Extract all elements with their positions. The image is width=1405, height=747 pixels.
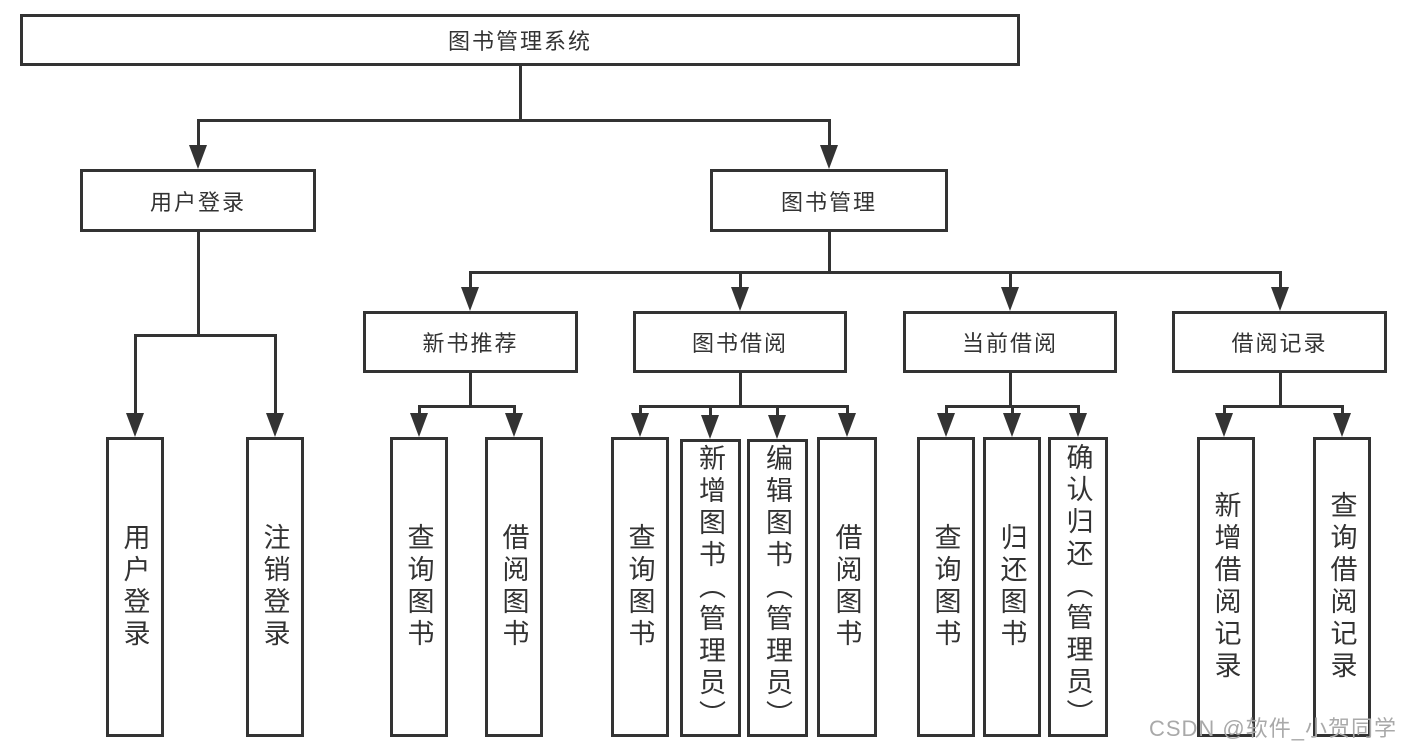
node-leaf-query-books-borrow: 查询图书 [611, 437, 669, 737]
arrow-down-icon [189, 145, 207, 169]
arrow-down-icon [1003, 413, 1021, 437]
connector-stem-book-borrowing-to-children [738, 373, 742, 406]
arrow-down-icon [631, 413, 649, 437]
connector-stem-book-management-to-children [827, 232, 831, 272]
connector-rail-book-borrowing-to-children [638, 404, 849, 408]
arrow-down-icon [410, 413, 428, 437]
connector-arrow-shaft [845, 406, 849, 417]
arrow-down-icon [731, 287, 749, 311]
arrow-down-icon [1333, 413, 1351, 437]
connector-arrow-shaft [1076, 406, 1080, 417]
arrow-down-icon [126, 413, 144, 437]
connector-arrow-shaft [1222, 406, 1226, 417]
connector-arrow-shaft [133, 335, 137, 417]
node-book-management: 图书管理 [710, 169, 948, 232]
connector-rail-new-book-recommend-to-children [417, 404, 516, 408]
arrow-down-icon [1215, 413, 1233, 437]
connector-arrow-shaft [1278, 272, 1282, 291]
connector-arrow-shaft [638, 406, 642, 417]
connector-rail-book-management-to-children [468, 270, 1282, 274]
connector-rail-user-login-to-children [133, 333, 277, 337]
node-leaf-query-books-rec: 查询图书 [390, 437, 448, 737]
connector-arrow-shaft [196, 120, 200, 149]
connector-arrow-shaft [738, 272, 742, 291]
connector-stem-root-to-level2 [518, 66, 522, 120]
node-leaf-query-books-current: 查询图书 [917, 437, 975, 737]
arrow-down-icon [1069, 413, 1087, 437]
node-leaf-edit-books-admin: 编辑图书（管理员） [747, 439, 808, 737]
node-leaf-borrow-books-rec: 借阅图书 [485, 437, 543, 737]
connector-stem-current-borrowing-to-children [1008, 373, 1012, 406]
node-borrowing-records: 借阅记录 [1172, 311, 1387, 373]
arrow-down-icon [461, 287, 479, 311]
connector-arrow-shaft [273, 335, 277, 417]
connector-arrow-shaft [1008, 272, 1012, 291]
connector-arrow-shaft [1340, 406, 1344, 417]
connector-stem-new-book-recommend-to-children [468, 373, 472, 406]
connector-rail-borrowing-records-to-children [1222, 404, 1344, 408]
arrow-down-icon [1271, 287, 1289, 311]
connector-arrow-shaft [775, 406, 779, 419]
node-leaf-user-login: 用户登录 [106, 437, 164, 737]
node-new-book-recommend: 新书推荐 [363, 311, 578, 373]
node-leaf-query-borrow-record: 查询借阅记录 [1313, 437, 1371, 737]
arrow-down-icon [505, 413, 523, 437]
node-leaf-confirm-return-admin: 确认归还（管理员） [1048, 437, 1108, 737]
connector-arrow-shaft [468, 272, 472, 291]
node-leaf-add-books-admin: 新增图书（管理员） [680, 439, 741, 737]
connector-arrow-shaft [1010, 406, 1014, 417]
node-leaf-borrow-books-borrow: 借阅图书 [817, 437, 877, 737]
arrow-down-icon [266, 413, 284, 437]
node-current-borrowing: 当前借阅 [903, 311, 1117, 373]
node-book-borrowing: 图书借阅 [633, 311, 847, 373]
connector-arrow-shaft [827, 120, 831, 149]
connector-stem-borrowing-records-to-children [1278, 373, 1282, 406]
connector-arrow-shaft [708, 406, 712, 419]
arrow-down-icon [820, 145, 838, 169]
connector-rail-root-to-level2 [196, 118, 831, 122]
connector-arrow-shaft [417, 406, 421, 417]
connector-arrow-shaft [512, 406, 516, 417]
node-leaf-add-borrow-record: 新增借阅记录 [1197, 437, 1255, 737]
connector-arrow-shaft [944, 406, 948, 417]
arrow-down-icon [937, 413, 955, 437]
arrow-down-icon [701, 415, 719, 439]
arrow-down-icon [1001, 287, 1019, 311]
arrow-down-icon [838, 413, 856, 437]
connector-stem-user-login-to-children [196, 232, 200, 335]
node-leaf-logout: 注销登录 [246, 437, 304, 737]
arrow-down-icon [768, 415, 786, 439]
node-user-login: 用户登录 [80, 169, 316, 232]
node-library-system: 图书管理系统 [20, 14, 1020, 66]
node-leaf-return-books: 归还图书 [983, 437, 1041, 737]
